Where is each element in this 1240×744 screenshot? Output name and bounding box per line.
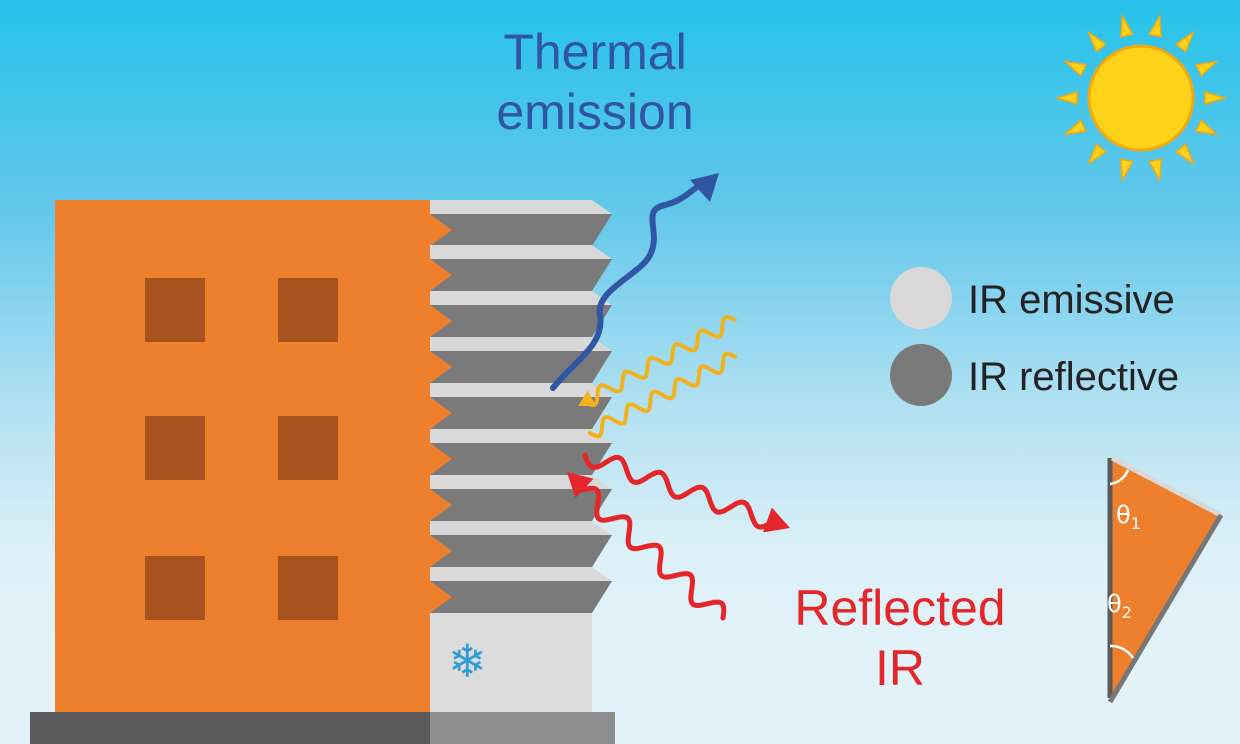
reflected-ir-line-2: IR [875, 640, 925, 696]
reflected-ray-in [579, 485, 727, 621]
louver-slat [430, 337, 612, 383]
theta-1-label: θ1 [1116, 501, 1141, 533]
solar-ray [583, 314, 737, 408]
theta-2-label: θ2 [1107, 590, 1132, 622]
solar-ray-arrowhead [578, 390, 597, 407]
window [145, 416, 205, 480]
reflected-ir-line-1: Reflected [794, 580, 1006, 636]
sun-ray [1194, 119, 1220, 136]
sun-ray [1120, 13, 1134, 38]
snowflake-icon: ❄ [448, 634, 487, 688]
sun-icon [1054, 13, 1228, 183]
thermal-emission-line-1: Thermal [503, 24, 687, 80]
sun-ray [1148, 13, 1162, 38]
louver-facade [430, 200, 612, 613]
sun-ray [1120, 158, 1134, 183]
ground-slab [30, 712, 430, 744]
sun-ray [1054, 90, 1078, 106]
louver-slat [430, 291, 612, 337]
window [145, 556, 205, 620]
reflected-ray-in-arrowhead [567, 472, 594, 499]
reflected-ray-out-arrowhead [762, 507, 790, 533]
legend-emissive-swatch [890, 267, 952, 329]
legend-reflective-label: IR reflective [968, 355, 1180, 399]
building-body [55, 200, 435, 712]
louver-slat [430, 521, 612, 567]
window [278, 416, 338, 480]
building-windows [145, 278, 338, 620]
louver-slat [430, 567, 612, 613]
thermal-emission-line-2: emission [496, 84, 694, 140]
sun-ray [1086, 143, 1108, 166]
sun-ray [1062, 119, 1088, 136]
thermal-emission-label: Thermal emission [470, 22, 720, 142]
window [278, 556, 338, 620]
window [145, 278, 205, 342]
thermal-emission-arrowhead [690, 173, 719, 202]
sun-ray [1194, 60, 1220, 77]
sun-ray [1174, 143, 1196, 166]
louver-slat [430, 429, 612, 475]
window [278, 278, 338, 342]
ground-slab-right [430, 712, 615, 744]
louver-slat [430, 245, 612, 291]
louver-slat [430, 383, 612, 429]
thermal-emission-arrow [550, 179, 708, 391]
sun-ray [1148, 158, 1162, 183]
sun-ray [1086, 30, 1108, 53]
angle-triangle-diagram [1107, 455, 1224, 704]
reflected-ir-label: Reflected IR [760, 578, 1040, 698]
sun-ray [1174, 30, 1196, 53]
louver-slat [430, 475, 612, 521]
cooled-room-panel [430, 613, 592, 712]
sun-ray [1062, 60, 1088, 77]
solar-rays [578, 314, 737, 439]
reflected-ray-out [582, 452, 775, 530]
legend-emissive-label: IR emissive [968, 278, 1175, 322]
sun-ray [1204, 90, 1228, 106]
reflected-ir-rays [567, 452, 790, 621]
legend-reflective-swatch [890, 344, 952, 406]
louver-slat [430, 200, 612, 246]
solar-ray [588, 351, 737, 439]
